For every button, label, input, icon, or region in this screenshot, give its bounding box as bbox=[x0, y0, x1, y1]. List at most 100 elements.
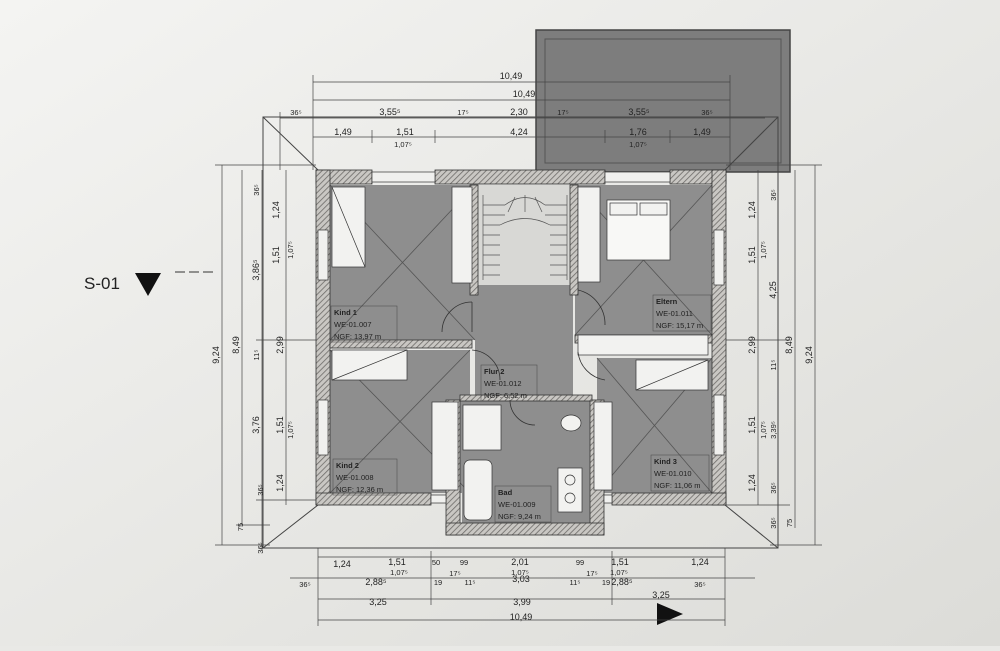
svg-text:NGF: 15,17 m: NGF: 15,17 m bbox=[656, 321, 703, 330]
dims-top-labels: 10,49 10,49 36⁵ 3,55⁵ 17⁵ 2,30 17⁵ 3,55⁵… bbox=[290, 71, 712, 149]
section-marker-label: S-01 bbox=[84, 274, 120, 293]
svg-text:2,30: 2,30 bbox=[510, 107, 528, 117]
svg-text:1,51: 1,51 bbox=[611, 557, 629, 567]
svg-text:36⁵: 36⁵ bbox=[256, 484, 265, 495]
svg-text:1,07⁵: 1,07⁵ bbox=[759, 241, 768, 259]
svg-text:11⁵: 11⁵ bbox=[465, 578, 476, 587]
svg-text:1,51: 1,51 bbox=[275, 416, 285, 434]
svg-text:8,49: 8,49 bbox=[784, 336, 794, 354]
svg-text:36⁵: 36⁵ bbox=[299, 580, 310, 589]
svg-text:3,55⁵: 3,55⁵ bbox=[628, 107, 650, 117]
svg-text:NGF: 9,24 m: NGF: 9,24 m bbox=[498, 512, 541, 521]
dims-bottom bbox=[290, 548, 755, 626]
svg-text:36⁵: 36⁵ bbox=[290, 108, 301, 117]
svg-text:11⁵: 11⁵ bbox=[769, 360, 778, 371]
dims-left-labels: 9,24 8,49 36⁵ 1,24 1,51 3,86⁵ 2,99 11⁵ 3… bbox=[211, 184, 295, 553]
svg-text:3,03: 3,03 bbox=[512, 574, 530, 584]
svg-text:17⁵: 17⁵ bbox=[557, 108, 568, 117]
svg-text:Eltern: Eltern bbox=[656, 297, 678, 306]
svg-text:11⁵: 11⁵ bbox=[252, 350, 261, 361]
svg-text:Kind 2: Kind 2 bbox=[336, 461, 359, 470]
svg-text:50: 50 bbox=[432, 558, 440, 567]
svg-text:1,51: 1,51 bbox=[747, 416, 757, 434]
svg-text:WE-01.009: WE-01.009 bbox=[498, 500, 536, 509]
svg-text:1,07⁵: 1,07⁵ bbox=[610, 568, 628, 577]
svg-text:75: 75 bbox=[785, 519, 794, 527]
svg-text:1,24: 1,24 bbox=[333, 559, 351, 569]
svg-text:NGF: 13,97 m: NGF: 13,97 m bbox=[334, 332, 381, 341]
svg-text:17⁵: 17⁵ bbox=[586, 569, 597, 578]
svg-text:WE-01.007: WE-01.007 bbox=[334, 320, 372, 329]
section-marker: S-01 bbox=[84, 271, 215, 296]
room-label-kind-2: Kind 2 WE-01.008 NGF: 12,36 m bbox=[332, 458, 398, 496]
svg-text:1,24: 1,24 bbox=[691, 557, 709, 567]
svg-text:2,99: 2,99 bbox=[747, 336, 757, 354]
svg-text:Flur 2: Flur 2 bbox=[484, 367, 504, 376]
room-flur-2 bbox=[475, 285, 573, 400]
shower bbox=[462, 404, 502, 451]
bathtub bbox=[463, 459, 493, 521]
svg-text:1,51: 1,51 bbox=[396, 127, 414, 137]
svg-text:1,07⁵: 1,07⁵ bbox=[390, 568, 408, 577]
svg-text:WE-01.012: WE-01.012 bbox=[484, 379, 522, 388]
svg-text:19: 19 bbox=[434, 578, 442, 587]
svg-text:WE-01.010: WE-01.010 bbox=[654, 469, 692, 478]
dims-bottom-labels: 1,24 1,51 50 99 2,01 99 1,51 1,24 1,07⁵ … bbox=[299, 557, 708, 622]
svg-text:1,07⁵: 1,07⁵ bbox=[286, 241, 295, 259]
svg-text:19: 19 bbox=[602, 578, 610, 587]
dims-right bbox=[726, 164, 822, 548]
svg-text:75: 75 bbox=[236, 523, 245, 531]
svg-text:8,49: 8,49 bbox=[231, 336, 241, 354]
windows bbox=[317, 171, 725, 504]
svg-text:WE-01.011: WE-01.011 bbox=[656, 309, 693, 318]
balcony bbox=[535, 29, 791, 173]
svg-text:1,07⁵: 1,07⁵ bbox=[511, 568, 529, 577]
svg-text:1,07⁵: 1,07⁵ bbox=[759, 421, 768, 439]
svg-text:1,07⁵: 1,07⁵ bbox=[394, 140, 412, 149]
built-ins bbox=[331, 186, 709, 521]
room-label-flur-2: Flur 2 WE-01.012 NGF: 6,52 m bbox=[480, 364, 538, 402]
svg-text:36⁵: 36⁵ bbox=[769, 189, 778, 200]
svg-text:2,88⁵: 2,88⁵ bbox=[611, 577, 633, 587]
room-label-bad: Bad WE-01.009 NGF: 9,24 m bbox=[494, 485, 552, 523]
svg-text:10,49: 10,49 bbox=[510, 612, 533, 622]
svg-text:Bad: Bad bbox=[498, 488, 513, 497]
svg-text:2,88⁵: 2,88⁵ bbox=[365, 577, 387, 587]
dims-right-labels: 9,24 8,49 36⁵ 1,24 1,51 4,25 2,99 11⁵ 1,… bbox=[747, 189, 814, 528]
svg-text:1,51: 1,51 bbox=[388, 557, 406, 567]
svg-text:1,24: 1,24 bbox=[271, 201, 281, 219]
svg-text:99: 99 bbox=[576, 558, 584, 567]
svg-text:10,49: 10,49 bbox=[500, 71, 523, 81]
svg-text:2,01: 2,01 bbox=[511, 557, 529, 567]
svg-text:NGF: 11,06 m: NGF: 11,06 m bbox=[654, 481, 701, 490]
svg-text:1,24: 1,24 bbox=[747, 474, 757, 492]
svg-text:1,49: 1,49 bbox=[334, 127, 352, 137]
svg-text:1,24: 1,24 bbox=[275, 474, 285, 492]
dims-top bbox=[279, 75, 765, 170]
room-labels: Kind 1 WE-01.007 NGF: 13,97 m Eltern WE-… bbox=[330, 294, 712, 523]
svg-text:3,86⁵: 3,86⁵ bbox=[251, 259, 261, 281]
door-swings bbox=[441, 289, 606, 426]
svg-text:1,49: 1,49 bbox=[693, 127, 711, 137]
svg-text:10,49: 10,49 bbox=[513, 89, 536, 99]
svg-text:3,76: 3,76 bbox=[251, 416, 261, 434]
svg-text:Kind 3: Kind 3 bbox=[654, 457, 677, 466]
room-label-eltern: Eltern WE-01.011 NGF: 15,17 m bbox=[652, 294, 712, 332]
svg-text:36⁵: 36⁵ bbox=[694, 580, 705, 589]
svg-text:1,07⁵: 1,07⁵ bbox=[629, 140, 647, 149]
svg-text:3,39⁵: 3,39⁵ bbox=[769, 421, 778, 439]
svg-text:36⁵: 36⁵ bbox=[252, 184, 261, 195]
svg-text:1,51: 1,51 bbox=[271, 246, 281, 264]
dims-left bbox=[215, 164, 316, 550]
svg-text:1,76: 1,76 bbox=[629, 127, 647, 137]
svg-text:3,25: 3,25 bbox=[652, 590, 670, 600]
svg-text:17⁵: 17⁵ bbox=[457, 108, 468, 117]
svg-text:WE-01.008: WE-01.008 bbox=[336, 473, 374, 482]
svg-text:1,51: 1,51 bbox=[747, 246, 757, 264]
svg-text:NGF: 12,36 m: NGF: 12,36 m bbox=[336, 485, 383, 494]
room-label-kind-3: Kind 3 WE-01.010 NGF: 11,06 m bbox=[650, 454, 710, 492]
svg-text:4,25: 4,25 bbox=[768, 281, 778, 299]
svg-text:9,24: 9,24 bbox=[211, 346, 221, 364]
